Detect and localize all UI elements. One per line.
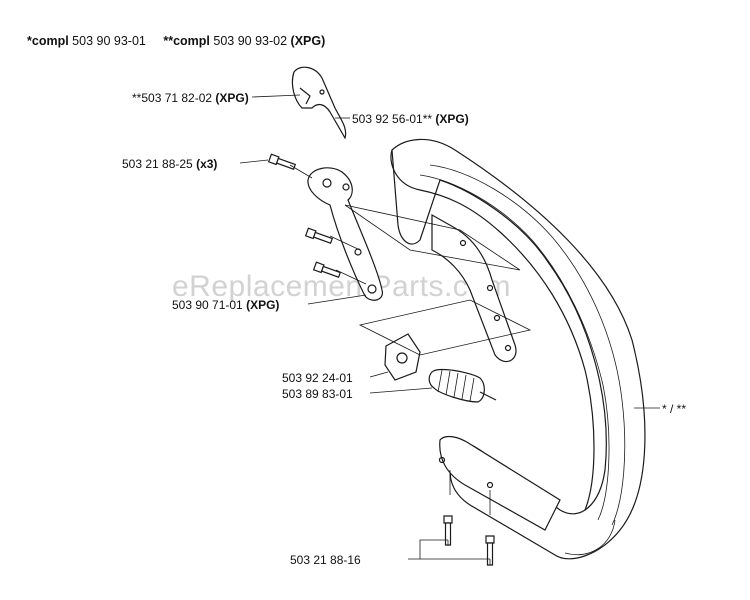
part-label-503925601: 503 92 56-01** (XPG)	[352, 112, 469, 126]
av-spring	[429, 370, 496, 402]
part-label-503218816: 503 21 88-16	[290, 553, 361, 567]
watermark-text: eReplacementParts.com	[172, 270, 511, 303]
screws-x3	[269, 154, 341, 278]
av-element	[385, 334, 420, 380]
part-label-503898301: 503 89 83-01	[282, 387, 353, 401]
compl-xp-label: *compl 503 90 93-01	[27, 34, 146, 48]
part-label-503718202: **503 71 82-02 (XPG)	[132, 91, 249, 105]
leader-lines	[240, 95, 660, 565]
part-label-503907101: 503 90 71-01 (XPG)	[172, 298, 280, 312]
switch-lever	[292, 67, 345, 138]
part-label-503218825: 503 21 88-25 (x3)	[122, 157, 218, 171]
compl-xpg-label: **compl 503 90 93-02 (XPG)	[163, 34, 326, 48]
assembly-header: *compl 503 90 93-01 **compl 503 90 93-02…	[27, 34, 325, 48]
part-label-503922401: 503 92 24-01	[282, 371, 353, 385]
front-handle-bar	[391, 139, 645, 558]
lower-screws	[444, 516, 494, 565]
handle-bracket	[308, 168, 383, 300]
part-label-handle: * / **	[662, 402, 687, 416]
